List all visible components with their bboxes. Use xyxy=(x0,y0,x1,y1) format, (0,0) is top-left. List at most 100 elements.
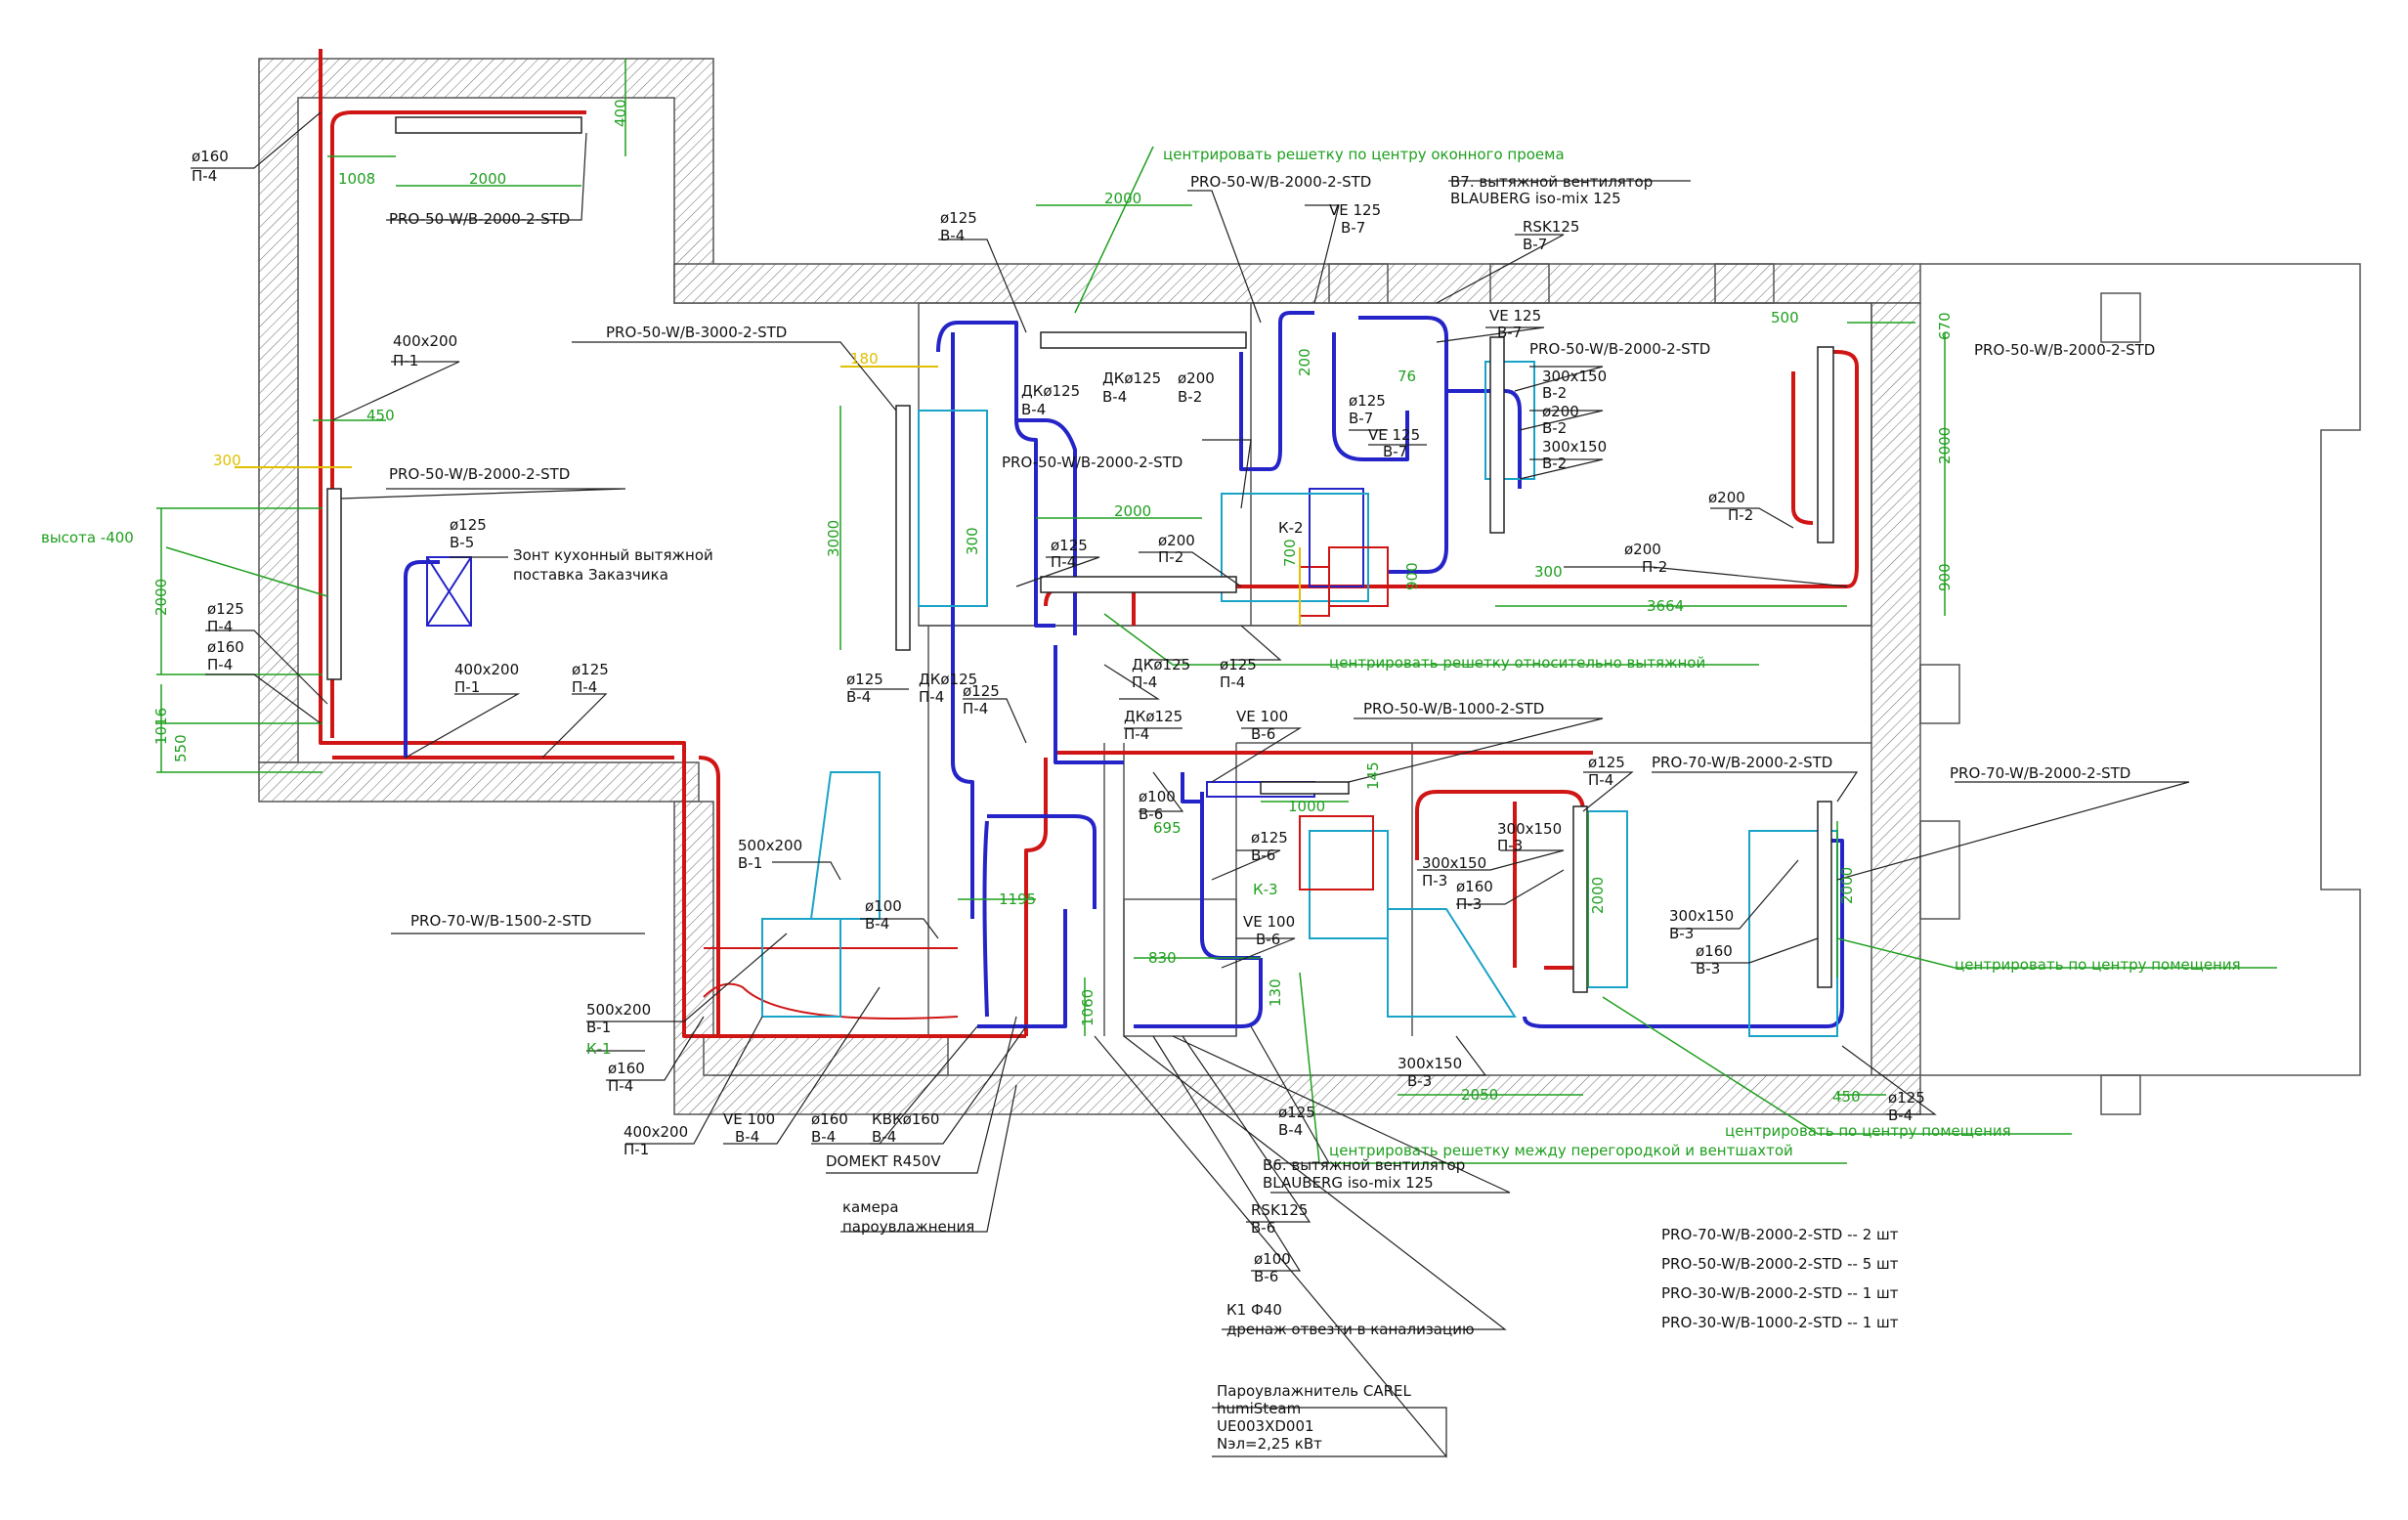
dimension: 1000 xyxy=(1288,798,1325,815)
label: В-4 xyxy=(811,1128,836,1146)
label: PRO-50-W/B-2000-2-STD xyxy=(1190,173,1371,191)
label: В-4 xyxy=(940,227,965,244)
label: Зонт кухонный вытяжной xyxy=(513,546,713,564)
label: В-2 xyxy=(1542,455,1567,472)
label: ДКø125 xyxy=(1021,382,1080,400)
label: П-3 xyxy=(1497,837,1523,854)
grilles xyxy=(326,116,1834,993)
label: П-4 xyxy=(1051,553,1076,571)
label: П-2 xyxy=(1642,558,1667,576)
label: ДКø125 xyxy=(1132,656,1190,673)
note: центрировать решетку по центру оконного … xyxy=(1163,146,1565,163)
note: центрировать по центру помещения xyxy=(1725,1122,2011,1140)
label: П-4 xyxy=(1132,673,1157,691)
label: В-6 xyxy=(1251,1219,1275,1237)
label: ДКø125 xyxy=(1102,369,1161,387)
label: ø160 xyxy=(207,638,244,656)
equipment-labels: ø160 П-4 PRO-50-W/B-2000-2-STD 400х200 П… xyxy=(192,148,2155,1453)
label: пароувлажнения xyxy=(842,1218,974,1236)
label: PRO-70-W/B-2000-2-STD xyxy=(1950,764,2130,782)
label: PRO-50-W/B-3000-2-STD xyxy=(606,324,787,341)
dimension: 2000 xyxy=(1936,427,1954,464)
label: ø200 xyxy=(1708,489,1745,506)
dimension: 2050 xyxy=(1461,1086,1498,1104)
dimension: 200 xyxy=(1296,348,1313,376)
label: П-1 xyxy=(393,352,418,369)
dimension: 2000 xyxy=(469,170,506,188)
height-markers xyxy=(235,366,1301,626)
dimension: 900 xyxy=(1403,562,1421,590)
label: КВКø160 xyxy=(872,1110,939,1128)
label: В-7 xyxy=(1383,443,1407,460)
dimension: 300 xyxy=(213,452,241,469)
label: ø160 xyxy=(811,1110,848,1128)
label: ø125 xyxy=(1278,1104,1315,1121)
label: поставка Заказчика xyxy=(513,566,668,584)
label: DOMEKT R450V xyxy=(826,1152,941,1170)
label: В-6 xyxy=(1251,847,1275,864)
legend-row: PRO-30-W/B-1000-2-STD -- 1 шт xyxy=(1661,1314,1899,1331)
label: В-6 xyxy=(1254,1268,1278,1285)
note: центрировать по центру помещения xyxy=(1955,956,2241,974)
label: 300х150 xyxy=(1542,368,1607,385)
label: UE003XD001 xyxy=(1217,1417,1314,1435)
label: П-4 xyxy=(207,618,233,635)
label: В-6 xyxy=(1251,725,1275,743)
dimension: 1195 xyxy=(999,890,1036,908)
label: В-4 xyxy=(1102,388,1127,406)
label: П-4 xyxy=(919,688,944,706)
label: 300х150 xyxy=(1398,1055,1462,1072)
label: В-6 xyxy=(1139,805,1163,823)
label: PRO-50-W/B-2000-2-STD xyxy=(389,210,570,228)
label: В-4 xyxy=(865,915,889,933)
label: ø125 xyxy=(450,516,487,534)
label: В-4 xyxy=(872,1128,896,1146)
dimension: 400 xyxy=(612,99,629,127)
label: RSK125 xyxy=(1523,218,1579,236)
label: П-4 xyxy=(192,167,217,185)
label: К-1 xyxy=(586,1040,612,1058)
label: ДКø125 xyxy=(919,671,977,688)
label: 300х150 xyxy=(1497,820,1562,838)
label: PRO-50-W/B-2000-2-STD xyxy=(1974,341,2155,359)
note: высота -400 xyxy=(41,529,134,546)
label: ø125 xyxy=(940,209,977,227)
label: 300х150 xyxy=(1542,438,1607,456)
label: ø200 xyxy=(1158,532,1195,549)
dimension: 2000 xyxy=(1104,190,1141,207)
note: центрировать решетку относительно вытяжн… xyxy=(1329,654,1705,672)
label: VE 125 xyxy=(1489,307,1541,325)
label: ø125 xyxy=(1349,392,1386,410)
label: VE 125 xyxy=(1329,201,1381,219)
label: П-4 xyxy=(608,1077,633,1095)
label: ø200 xyxy=(1542,403,1579,420)
label: PRO-50-W/B-1000-2-STD xyxy=(1363,700,1544,717)
label: П-3 xyxy=(1456,895,1482,913)
label: В-4 xyxy=(735,1128,759,1146)
label: ø160 xyxy=(1696,942,1733,960)
label: ø160 xyxy=(608,1060,645,1077)
label: VE 100 xyxy=(1236,708,1288,725)
legend-row: PRO-70-W/B-2000-2-STD -- 2 шт xyxy=(1661,1226,1899,1243)
label: П-4 xyxy=(1588,771,1613,789)
dimension: 1016 xyxy=(152,708,170,745)
label: PRO-50-W/B-2000-2-STD xyxy=(1002,454,1182,471)
label: PRO-70-W/B-1500-2-STD xyxy=(410,912,591,930)
dimensions: 1008 2000 400 450 300 2000 1016 550 2000… xyxy=(152,99,1954,1106)
label: PRO-70-W/B-2000-2-STD xyxy=(1652,754,1832,771)
dimension: 550 xyxy=(172,734,190,762)
label: PRO-50-W/B-2000-2-STD xyxy=(1529,340,1710,358)
label: ø125 xyxy=(207,600,244,618)
exhaust-ducts xyxy=(404,311,1844,1028)
leader-lines xyxy=(191,111,2190,1458)
label: К1 Ф40 xyxy=(1226,1301,1282,1319)
label: ø125 xyxy=(963,682,1000,700)
label: В7. вытяжной вентилятор xyxy=(1450,173,1653,191)
label: В-7 xyxy=(1497,324,1522,341)
label: П-1 xyxy=(454,678,480,696)
dimension: 130 xyxy=(1267,978,1284,1007)
notes: центрировать решетку по центру оконного … xyxy=(41,146,2241,1159)
label: 400х200 xyxy=(393,332,457,350)
partitions xyxy=(918,263,2361,1115)
label: В-2 xyxy=(1178,388,1202,406)
